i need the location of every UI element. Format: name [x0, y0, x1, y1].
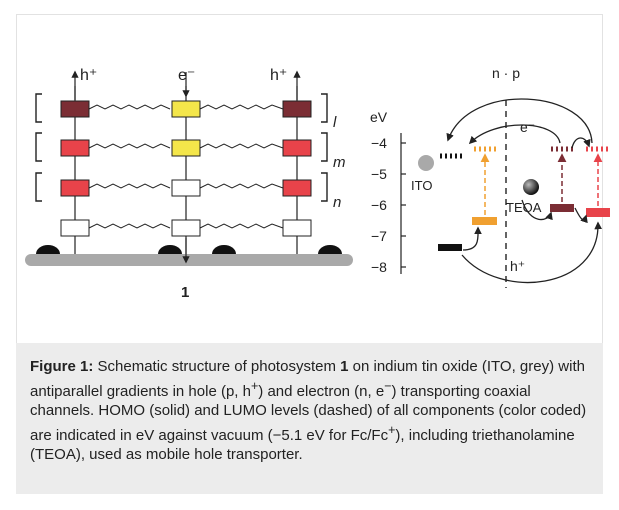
layer-label-n: n [333, 194, 341, 211]
photosystem-diagram: h⁺ e⁻ h⁺ [25, 65, 610, 301]
homo-red [586, 208, 610, 217]
layer-row-n [60, 179, 312, 197]
anchor-1 [36, 245, 60, 254]
caption-sup-2: − [384, 378, 392, 393]
caption-text-1: Schematic structure of photosystem [93, 358, 341, 375]
homo-orange [472, 217, 497, 225]
ito-electrode [418, 155, 434, 171]
label-hole-right: h⁺ [270, 67, 287, 84]
energy-ticks [401, 142, 406, 268]
tick-label-8: −8 [371, 259, 387, 275]
caption-text-3: ) and electron (n, e [258, 382, 385, 400]
teoa-label: TEOA [506, 200, 542, 215]
layer-row-l [60, 100, 312, 118]
caption-compound-ref: 1 [340, 358, 349, 375]
layer-row-base [60, 219, 312, 237]
label-electron-top: e⁻ [178, 67, 195, 84]
hole-flow-label: h⁺ [510, 258, 525, 274]
caption-text-5: ), including triethanolamine (TEOA), use… [30, 426, 575, 464]
homo-base [438, 244, 462, 251]
electron-flow-label: e⁻ [520, 119, 535, 135]
anchor-4 [318, 245, 342, 254]
caption-sup-3: + [388, 422, 396, 437]
tick-label-7: −7 [371, 228, 387, 244]
label-hole-left: h⁺ [80, 67, 97, 84]
caption-figure-label: Figure 1: [30, 358, 94, 375]
figure-caption: Figure 1: Schematic structure of photosy… [16, 343, 603, 494]
caption-sup-1: + [250, 378, 259, 393]
channel-label: n · p [492, 65, 520, 81]
energy-axis-title: eV [370, 109, 388, 125]
layer-row-m [60, 139, 312, 157]
tick-label-5: −5 [371, 166, 387, 182]
tick-label-4: −4 [371, 135, 387, 151]
layer-label-m: m [333, 154, 346, 171]
layer-label-l: l [333, 114, 337, 131]
homo-darkred [550, 204, 574, 212]
teoa-molecule [523, 179, 539, 195]
energy-diagram: eV −4 −5 −6 −7 −8 n · p ITO [370, 65, 610, 288]
anchor-3 [212, 245, 236, 254]
anchor-2 [158, 245, 182, 254]
caption-text-4: ) transporting coaxial channels. HOMO (s… [30, 382, 587, 444]
photosystem-structure: h⁺ e⁻ h⁺ [25, 67, 353, 301]
caption-text-2: on indium tin oxide (ITO, grey) with ant… [30, 358, 585, 400]
ito-substrate [25, 254, 353, 266]
compound-number: 1 [181, 284, 189, 301]
tick-label-6: −6 [371, 197, 387, 213]
ito-label: ITO [411, 178, 432, 193]
